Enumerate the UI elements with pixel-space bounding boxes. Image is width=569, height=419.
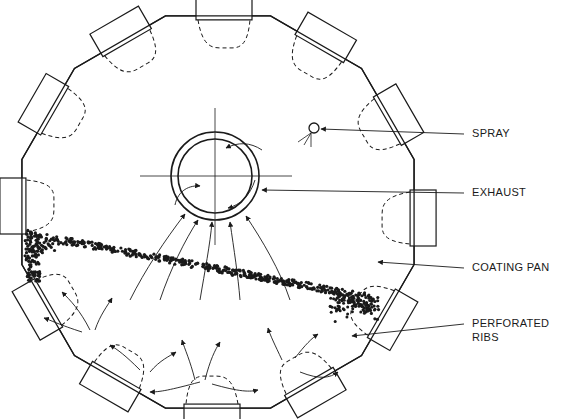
spray-nozzle	[298, 123, 319, 147]
rib	[18, 74, 93, 149]
rib	[196, 0, 252, 48]
perforated-ribs	[0, 0, 436, 419]
callout-label: EXHAUST	[472, 186, 562, 200]
air-flow-arrows	[44, 144, 338, 392]
leader-lines	[262, 129, 464, 336]
callout-label: COATING PAN	[472, 261, 562, 275]
rib	[271, 343, 346, 418]
rib	[349, 84, 424, 159]
rib	[80, 337, 155, 412]
rib	[281, 12, 356, 87]
rib	[343, 275, 418, 350]
rib	[382, 190, 436, 246]
rib	[0, 178, 54, 234]
callout-label: SPRAY	[472, 127, 562, 141]
exhaust-duct	[140, 108, 292, 245]
rib	[12, 265, 87, 340]
rib	[90, 6, 165, 81]
coating-pan-edge	[22, 16, 414, 408]
coating-pan-outline	[22, 16, 414, 408]
rib	[184, 376, 240, 419]
callout-label: PERFORATED RIBS	[472, 317, 562, 345]
